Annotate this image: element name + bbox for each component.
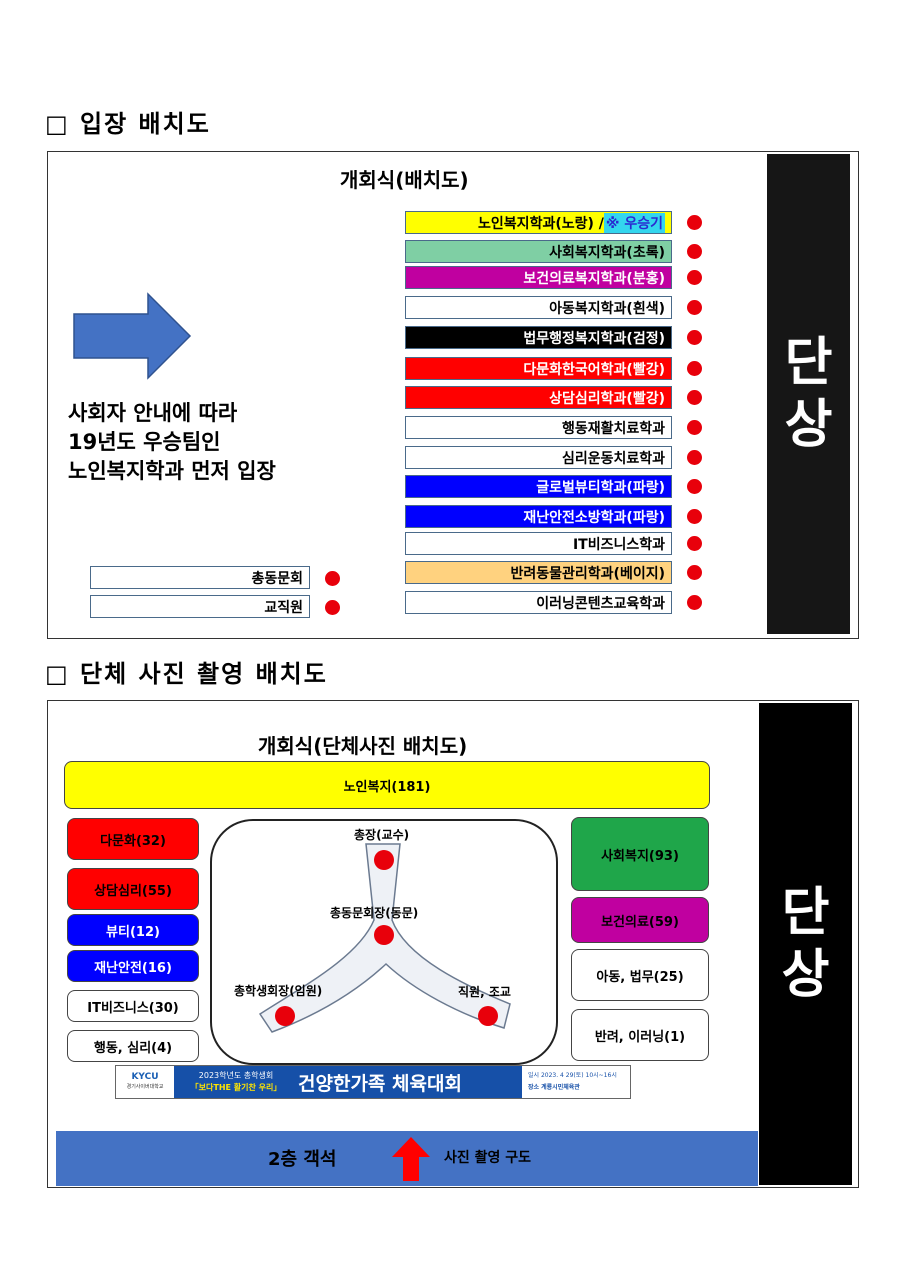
dept-row: 법무행정복지학과(검정) — [405, 326, 672, 349]
dept-dot — [687, 479, 702, 494]
stage: 단 상 — [767, 154, 850, 634]
dept-dot — [687, 509, 702, 524]
group-box: 상담심리(55) — [67, 868, 199, 910]
alumni-president-dot — [374, 925, 394, 945]
entrance-arrow-icon — [73, 292, 192, 380]
president-dot — [374, 850, 394, 870]
dept-row: IT비즈니스학과 — [405, 532, 672, 555]
group-box: 행동, 심리(4) — [67, 1030, 199, 1062]
seats-label: 2층 객석 — [268, 1149, 337, 1170]
dept-dot — [687, 565, 702, 580]
dept-row: 아동복지학과(흰색) — [405, 296, 672, 319]
dept-label: 노인복지학과(노랑) / — [478, 215, 604, 232]
dept-dot — [687, 450, 702, 465]
dept-label: 다문화한국어학과(빨강) — [523, 361, 665, 378]
kycu-logo: KYCU 경기사이버대학교 — [116, 1072, 174, 1092]
stage-char: 단 — [784, 332, 833, 393]
dept-dot — [687, 420, 702, 435]
dept-dot — [687, 536, 702, 551]
staff-label: 직원, 조교 — [458, 985, 511, 999]
dept-dot — [687, 595, 702, 610]
group-box: 아동, 법무(25) — [571, 949, 709, 1001]
dept-label: 심리운동치료학과 — [561, 450, 665, 467]
dept-row: 행동재활치료학과 — [405, 416, 672, 439]
dept-label: IT비즈니스학과 — [572, 536, 665, 553]
dept-label: 반려동물관리학과(베이지) — [510, 565, 665, 582]
photo-direction-label: 사진 촬영 구도 — [444, 1150, 532, 1166]
logo-subtext: 경기사이버대학교 — [126, 1084, 164, 1090]
up-arrow-icon — [392, 1137, 430, 1181]
dept-dot — [687, 300, 702, 315]
section-title-photo: □ 단체 사진 촬영 배치도 — [45, 660, 328, 688]
dept-row: 사회복지학과(초록) — [405, 240, 672, 263]
photo-diagram: 개회식(단체사진 배치도) 노인복지(181) 다문화(32) 상담심리(55) 뷰… — [47, 700, 859, 1188]
group-box: 뷰티(12) — [67, 914, 199, 946]
banner-slogan: 「보다THE 활기찬 우리」 — [190, 1083, 282, 1092]
dept-label: 이러닝콘텐츠교육학과 — [536, 595, 665, 612]
dept-label: 상담심리학과(빨강) — [549, 390, 665, 407]
student-president-dot — [275, 1006, 295, 1026]
dept-label: 사회복지학과(초록) — [549, 244, 665, 261]
dept-row: 노인복지학과(노랑) / ※ 우승기 — [405, 211, 672, 234]
stage: 단 상 — [759, 703, 852, 1185]
dept-dot — [687, 361, 702, 376]
entrance-diagram: 개회식(배치도) 사회자 안내에 따라 19년도 우승팀인 노인복지학과 먼저 … — [47, 151, 859, 639]
note-line: 노인복지학과 먼저 입장 — [68, 459, 276, 483]
stage-char: 단 — [781, 882, 830, 943]
group-box: IT비즈니스(30) — [67, 990, 199, 1022]
note-line: 사회자 안내에 따라 — [68, 401, 238, 425]
dept-row: 반려동물관리학과(베이지) — [405, 561, 672, 584]
dept-label: 재난안전소방학과(파랑) — [523, 509, 665, 526]
alumni-president-label: 총동문회장(동문) — [330, 906, 419, 920]
dept-dot — [687, 244, 702, 259]
diagram-title: 개회식(단체사진 배치도) — [258, 734, 468, 758]
group-box: 재난안전(16) — [67, 950, 199, 982]
banner-place: 장소 계룡시민체육관 — [528, 1084, 580, 1091]
note-line: 19년도 우승팀인 — [68, 430, 221, 454]
alumni-box: 총동문회 — [90, 566, 310, 589]
dept-row: 심리운동치료학과 — [405, 446, 672, 469]
banner-info: 일시 2023. 4 29(토) 10시~16시 장소 계룡시민체육관 — [522, 1070, 630, 1094]
group-elderly-welfare: 노인복지(181) — [64, 761, 710, 809]
dept-label: 행동재활치료학과 — [561, 420, 665, 437]
stage-char: 상 — [784, 395, 833, 455]
dept-dot — [687, 270, 702, 285]
dept-row: 글로벌뷰티학과(파랑) — [405, 475, 672, 498]
president-label: 총장(교수) — [354, 828, 410, 842]
banner-date: 일시 2023. 4 29(토) 10시~16시 — [528, 1072, 617, 1079]
dept-dot — [687, 215, 702, 230]
dept-row: 다문화한국어학과(빨강) — [405, 357, 672, 380]
event-banner: KYCU 경기사이버대학교 2023학년도 총학생회 「보다THE 활기찬 우리… — [115, 1065, 631, 1099]
logo-text: KYCU — [131, 1072, 159, 1082]
dept-row: 상담심리학과(빨강) — [405, 386, 672, 409]
stage-char: 상 — [781, 945, 830, 1005]
dept-row: 보건의료복지학과(분홍) — [405, 266, 672, 289]
group-box: 반려, 이러닝(1) — [571, 1009, 709, 1061]
group-box: 사회복지(93) — [571, 817, 709, 891]
dept-row: 이러닝콘텐츠교육학과 — [405, 591, 672, 614]
entrance-note: 사회자 안내에 따라 19년도 우승팀인 노인복지학과 먼저 입장 — [68, 399, 276, 486]
dept-dot — [687, 330, 702, 345]
staff-box: 교직원 — [90, 595, 310, 618]
staff-dot — [478, 1006, 498, 1026]
staff-dot — [325, 600, 340, 615]
alumni-dot — [325, 571, 340, 586]
group-box: 보건의료(59) — [571, 897, 709, 943]
banner-body: 2023학년도 총학생회 「보다THE 활기찬 우리」 건양한가족 체육대회 — [174, 1066, 522, 1098]
seats-footer: 2층 객석 사진 촬영 구도 — [56, 1131, 758, 1186]
dept-label: 법무행정복지학과(검정) — [523, 330, 665, 347]
diagram-title: 개회식(배치도) — [340, 168, 469, 192]
dept-dot — [687, 390, 702, 405]
banner-subtitle: 2023학년도 총학생회 — [198, 1071, 274, 1080]
dept-label: 아동복지학과(흰색) — [549, 300, 665, 317]
group-box: 다문화(32) — [67, 818, 199, 860]
dept-label: 글로벌뷰티학과(파랑) — [536, 479, 665, 496]
section-title-entrance: □ 입장 배치도 — [45, 110, 211, 138]
banner-main-title: 건양한가족 체육대회 — [298, 1072, 462, 1095]
dept-row: 재난안전소방학과(파랑) — [405, 505, 672, 528]
student-president-label: 총학생회장(임원) — [234, 984, 323, 998]
dept-label: 보건의료복지학과(분홍) — [523, 270, 665, 287]
banner-flag-note: ※ 우승기 — [603, 212, 665, 233]
